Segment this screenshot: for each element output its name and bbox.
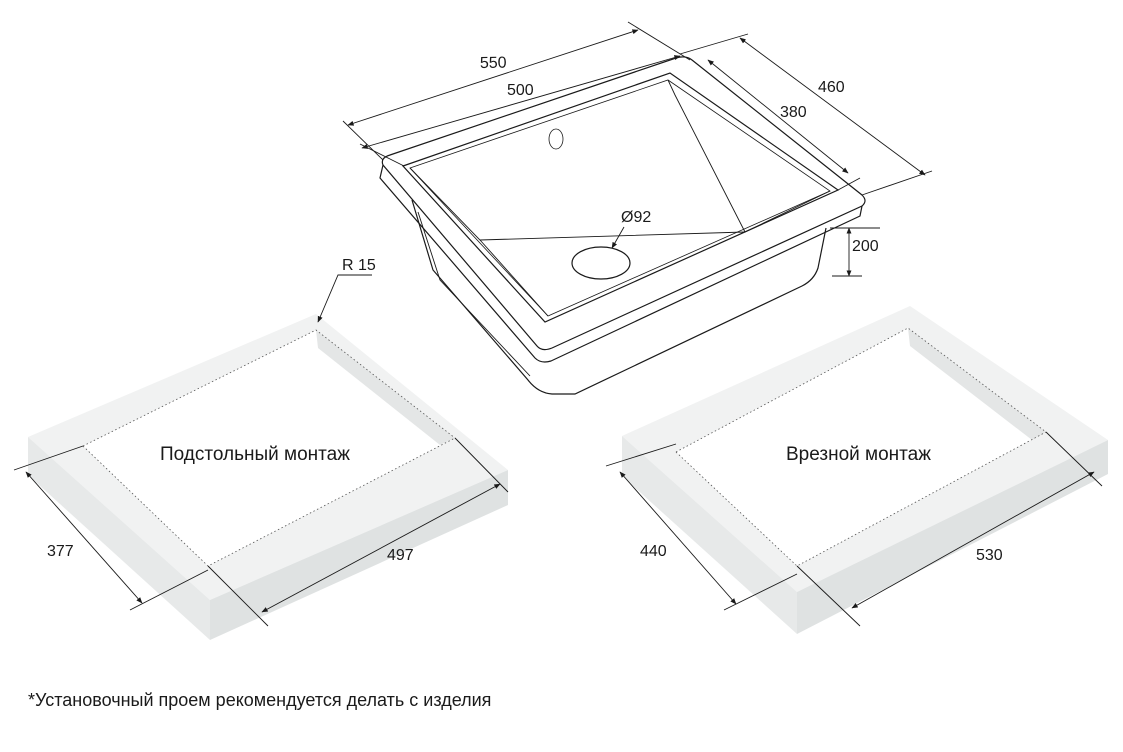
undermount-label: Подстольный монтаж [160, 444, 350, 465]
dim-497: 497 [387, 547, 414, 564]
dim-500: 500 [507, 82, 534, 99]
inset-dimensions [605, 431, 1103, 627]
undermount-slab [28, 314, 508, 640]
sink-rim-outer [381, 56, 866, 351]
undermount-cutout [83, 330, 455, 566]
dim-460: 460 [818, 79, 845, 96]
sink-dimensions [342, 21, 933, 277]
footnote: *Установочный проем рекомендуется делать… [28, 690, 492, 710]
dim-377: 377 [47, 543, 74, 560]
dim-line-500 [361, 55, 681, 149]
dim-line-530 [851, 471, 1095, 609]
radius-leader [317, 274, 372, 323]
inset-slab [622, 306, 1108, 634]
dim-530: 530 [976, 547, 1003, 564]
dim-380: 380 [780, 104, 807, 121]
drain-leader [611, 226, 625, 249]
dim-550: 550 [480, 55, 507, 72]
inset-cutout [676, 328, 1046, 566]
dim-line-497 [261, 483, 501, 613]
drain-hole [571, 246, 631, 280]
dim-440: 440 [640, 543, 667, 560]
dim-radius: R 15 [342, 257, 376, 274]
dim-line-440 [619, 471, 737, 605]
undermount-dimensions [13, 274, 509, 627]
dim-200: 200 [852, 238, 879, 255]
dim-line-377 [25, 471, 143, 604]
dim-line-380 [707, 59, 849, 174]
inset-label: Врезной монтаж [786, 444, 931, 465]
dim-drain: Ø92 [621, 209, 651, 226]
